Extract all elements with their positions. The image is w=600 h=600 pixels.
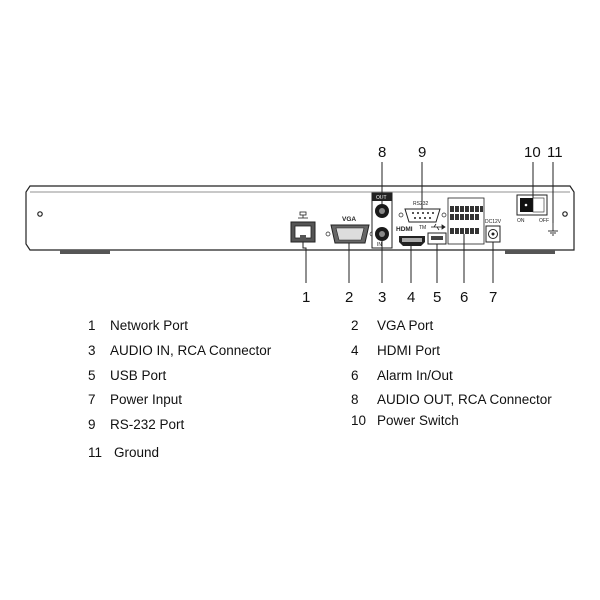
rs232-port: RS232 xyxy=(398,201,447,223)
power-switch: ON OFF xyxy=(516,194,549,224)
rs232-label: RS232 xyxy=(413,201,429,207)
alarm-terminal-bottom-row xyxy=(450,228,479,234)
hdmi-trademark: TM xyxy=(419,225,426,231)
callout-9: 9 xyxy=(418,144,426,161)
callout-11: 11 xyxy=(547,144,563,161)
callout-8: 8 xyxy=(378,144,386,161)
switch-on-label: ON xyxy=(517,218,525,224)
hdmi-port: HDMI TM xyxy=(396,225,426,246)
callout-4: 4 xyxy=(407,289,415,306)
audio-in-label: IN xyxy=(377,242,382,248)
callout-5: 5 xyxy=(433,289,441,306)
switch-off-label: OFF xyxy=(539,218,549,224)
callout-7: 7 xyxy=(489,289,497,306)
callout-10: 10 xyxy=(524,144,541,161)
vga-port: VGA xyxy=(325,216,375,244)
hdmi-label: HDMI xyxy=(396,226,413,233)
alarm-terminal-top-row xyxy=(450,206,483,212)
callout-1: 1 xyxy=(302,289,310,306)
callout-2: 2 xyxy=(345,289,353,306)
vga-label: VGA xyxy=(342,216,356,223)
callout-6: 6 xyxy=(460,289,468,306)
audio-out-label: OUT xyxy=(376,195,387,201)
callout-3: 3 xyxy=(378,289,386,306)
alarm-terminal-block xyxy=(447,197,485,245)
callout-numbers: 1 2 3 4 5 6 7 8 9 10 11 xyxy=(302,144,563,306)
network-icon xyxy=(298,211,308,219)
leader-1 xyxy=(302,242,307,283)
power-input: DC12V xyxy=(485,219,502,243)
leader-lines xyxy=(302,162,554,283)
ground-icon xyxy=(548,223,558,236)
power-input-label: DC12V xyxy=(485,219,502,225)
usb-icon xyxy=(431,223,446,231)
